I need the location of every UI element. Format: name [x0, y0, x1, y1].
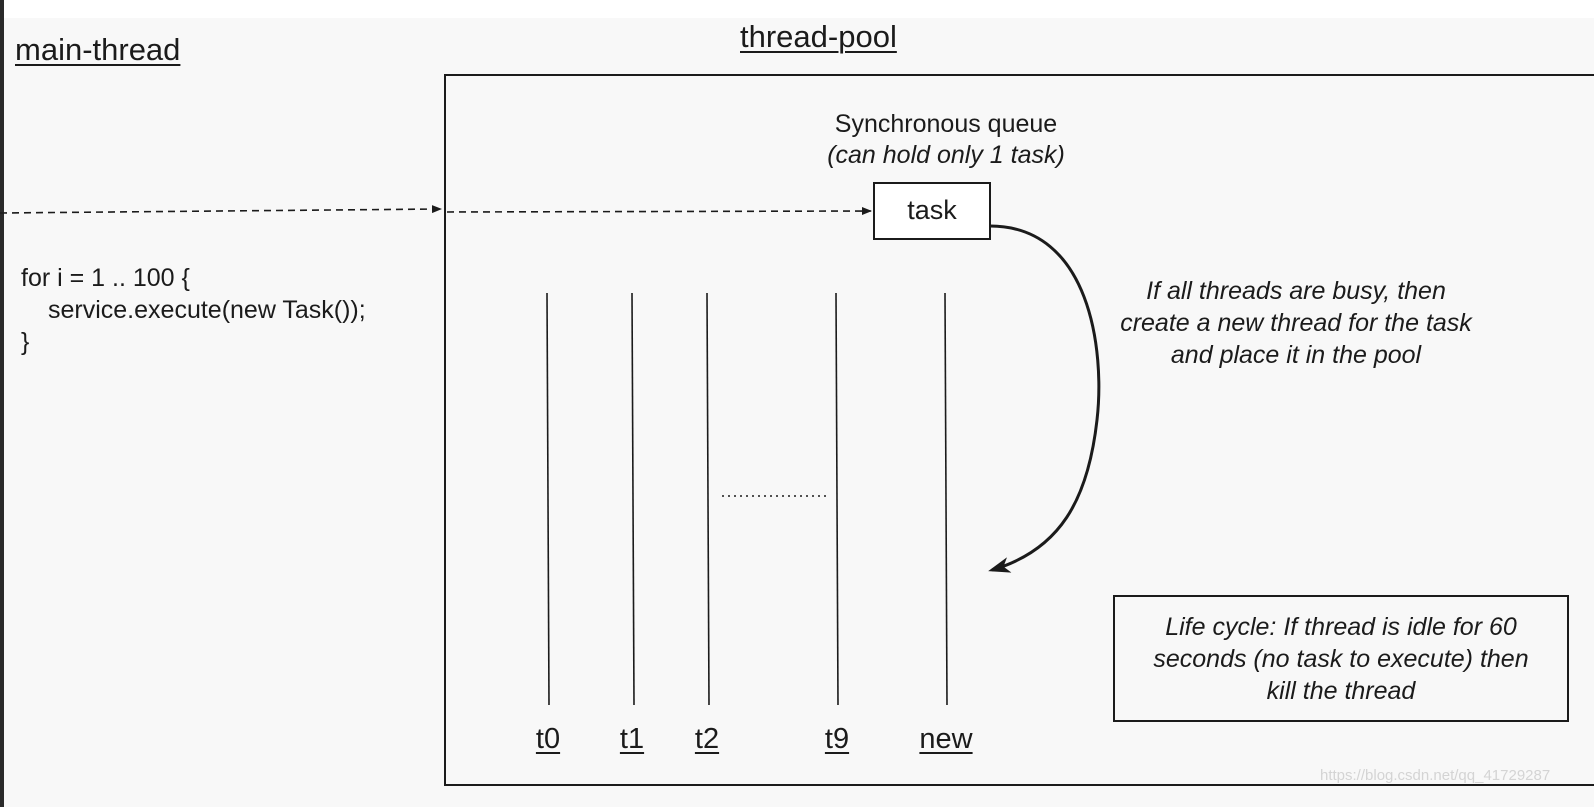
thread-line-t9 [835, 292, 839, 706]
code-line-1: for i = 1 .. 100 { [21, 264, 190, 292]
thread-label-new: new [919, 723, 973, 755]
busy-note-line-2: create a new thread for the task [1120, 309, 1472, 337]
queue-title: Synchronous queue [834, 110, 1058, 138]
lifecycle-note-line-2: seconds (no task to execute) then [1153, 645, 1529, 673]
busy-note-line-3: and place it in the pool [1170, 341, 1422, 369]
thread-pool-title: thread-pool [740, 19, 897, 54]
thread-line-new [944, 292, 948, 706]
task-label: task [907, 195, 957, 225]
pool-to-task-dashed-arrow [446, 207, 872, 216]
code-line-2: service.execute(new Task()); [48, 296, 366, 324]
left-edge [0, 0, 4, 807]
main-to-pool-dashed-arrow [0, 205, 442, 214]
task-box [873, 182, 991, 240]
thread-line-t1 [631, 292, 635, 706]
task-to-new-thread-curved-arrow [988, 224, 1101, 573]
thread-line-t0 [546, 292, 550, 706]
background-panel [0, 18, 1594, 807]
thread-label-t9: t9 [824, 723, 850, 755]
queue-subtitle: (can hold only 1 task) [827, 141, 1065, 169]
thread-label-t2: t2 [694, 723, 720, 755]
thread-line-t2 [706, 292, 710, 706]
lifecycle-box [1113, 595, 1569, 722]
main-thread-title: main-thread [15, 32, 181, 67]
thread-label-t0: t0 [535, 723, 561, 755]
lifecycle-note-line-3: kill the thread [1266, 677, 1416, 705]
busy-note-line-1: If all threads are busy, then [1146, 277, 1446, 305]
code-line-3: } [21, 328, 30, 356]
lifecycle-note-line-1: Life cycle: If thread is idle for 60 [1165, 613, 1517, 641]
watermark: https://blog.csdn.net/qq_41729287 [1320, 767, 1551, 784]
thread-pool-box [444, 74, 1594, 786]
thread-label-t1: t1 [619, 723, 645, 755]
